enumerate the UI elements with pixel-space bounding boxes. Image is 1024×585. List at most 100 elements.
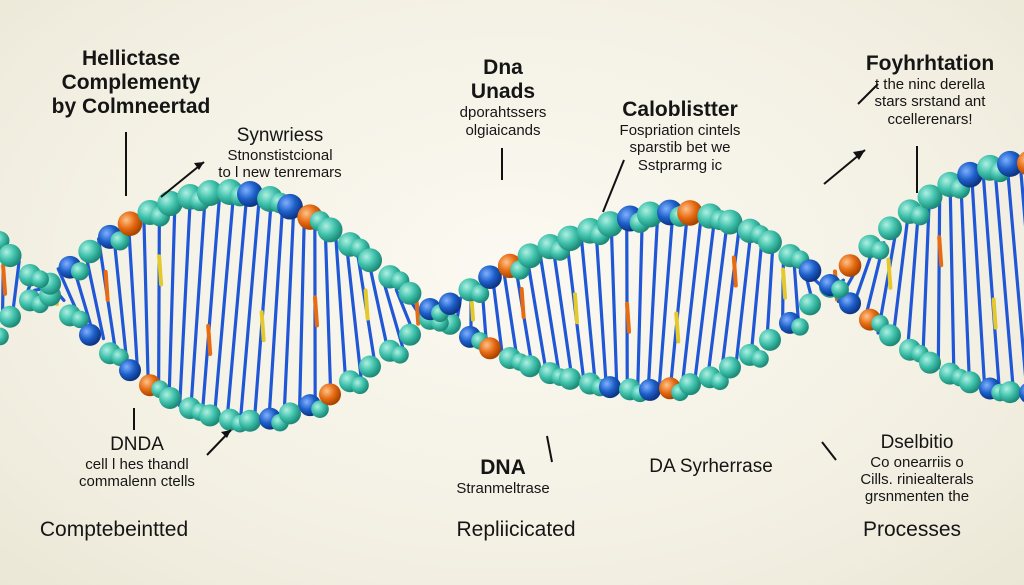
label-line: grsnmenten the — [864, 488, 970, 506]
base-pair-rung — [890, 218, 910, 345]
label-line: olgiaicands — [465, 121, 541, 139]
arrowhead — [194, 162, 204, 170]
nucleotide-bead — [758, 230, 782, 255]
base-pair-rung — [720, 220, 742, 369]
label-title: Unads — [470, 80, 536, 104]
base-pair-rung — [345, 245, 363, 381]
base-pair-rung — [501, 264, 519, 360]
nucleotide-bead — [117, 211, 143, 236]
nucleotide-bead — [277, 193, 303, 220]
nucleotide-bead — [0, 305, 21, 328]
base-segment — [103, 269, 110, 302]
label-title: Repliicicated — [456, 518, 576, 541]
label-line: to l new tenremars — [218, 164, 342, 182]
pointer-line — [823, 149, 866, 185]
label-title: DNDA — [110, 434, 164, 455]
base-pair-rung — [178, 196, 192, 408]
nucleotide-bead — [959, 371, 981, 394]
nucleotide-bead — [839, 292, 861, 315]
nucleotide-bead — [791, 318, 809, 336]
label-line: ccellerenars! — [887, 110, 973, 128]
label-line: stars srstand ant — [874, 93, 986, 111]
nucleotide-bead — [78, 239, 102, 264]
base-pair-rung — [579, 229, 597, 385]
base-pair-rung — [142, 212, 150, 384]
label-line: sparstib bet we — [629, 139, 731, 157]
base-pair-rung — [969, 169, 987, 387]
base-segment — [206, 323, 213, 356]
base-pair-rung — [524, 251, 548, 370]
base-segment — [625, 301, 632, 334]
label-title: Processes — [862, 518, 962, 541]
base-pair-rung — [282, 204, 296, 416]
base-pair-rung — [82, 246, 106, 341]
nucleotide-bead — [71, 310, 89, 329]
nucleotide-bead — [917, 184, 943, 210]
nucleotide-bead — [799, 293, 821, 316]
nucleotide-bead — [357, 248, 383, 273]
base-pair-rung — [792, 258, 800, 320]
nucleotide-bead — [70, 262, 90, 281]
label-line: t the ninc derella — [874, 76, 986, 94]
nucleotide-bead — [997, 150, 1023, 177]
base-pair-rung — [905, 207, 921, 354]
nucleotide-bead — [317, 217, 343, 243]
base-pair-rung — [189, 193, 207, 413]
base-segment — [674, 311, 681, 344]
base-pair-rung — [657, 211, 675, 391]
base-segment — [259, 310, 266, 343]
base-pair-rung — [225, 190, 249, 423]
base-pair-rung — [550, 239, 574, 379]
base-pair-rung — [11, 259, 21, 314]
label-foyhrhtation: Foyhrhtation t the ninc derella stars sr… — [840, 52, 1020, 128]
base-pair-rung — [992, 163, 1016, 393]
pointer-lines — [125, 83, 918, 463]
nucleotide-bead — [519, 355, 541, 378]
base-pair-rung — [111, 228, 129, 364]
pointer-line — [821, 441, 837, 461]
label-line: dporahtssers — [459, 104, 547, 122]
nucleotide-bead — [1019, 383, 1024, 403]
label-line: Stranmeltrase — [456, 480, 550, 498]
label-caloblister: Caloblistter Fospriation cintels sparsti… — [590, 98, 770, 174]
label-synwriess: Synwriess Stnonstistcional to l new tenr… — [192, 125, 368, 181]
nucleotide-bead — [751, 350, 769, 368]
base-pair-rung — [735, 226, 753, 361]
nucleotide-bead — [159, 386, 181, 409]
label-line: Cills. riniealterals — [860, 471, 974, 489]
nucleotide-bead — [599, 376, 621, 399]
nucleotide-bead — [391, 346, 409, 364]
nucleotide-bead — [559, 367, 581, 390]
label-title: Dselbitio — [880, 432, 954, 453]
nucleotide-bead — [110, 231, 130, 251]
base-pair-rung — [936, 189, 942, 370]
back-strand — [0, 275, 1024, 433]
base-segment — [157, 254, 164, 287]
nucleotide-bead — [831, 280, 849, 298]
base-pair-rung — [594, 225, 608, 388]
nucleotide-bead — [79, 323, 101, 346]
nucleotide-bead — [679, 373, 701, 396]
pointer-line — [160, 161, 205, 198]
base-pair-rung — [706, 216, 730, 376]
arrowhead — [221, 430, 231, 438]
label-title: Caloblistter — [622, 98, 738, 121]
nucleotide-bead — [597, 211, 623, 238]
nucleotide-bead — [351, 376, 369, 395]
nucleotide-bead — [438, 292, 462, 315]
nucleotide-bead — [119, 359, 141, 382]
nucleotide-bead — [957, 161, 983, 188]
base-pair-rung — [212, 190, 236, 421]
nucleotide-bead — [557, 225, 583, 252]
nucleotide-bead — [677, 200, 703, 226]
pointer-line — [857, 83, 879, 105]
nucleotide-bead — [910, 205, 930, 226]
nucleotide-bead — [639, 378, 661, 401]
label-dna-stranmeltrase: DNA Stranmeltrase — [428, 456, 578, 497]
label-title: Dna — [483, 56, 523, 79]
base-segment — [781, 267, 788, 300]
nucleotide-bead — [517, 243, 543, 269]
base-pair-rung — [948, 181, 956, 377]
base-pair-rung — [959, 175, 971, 382]
